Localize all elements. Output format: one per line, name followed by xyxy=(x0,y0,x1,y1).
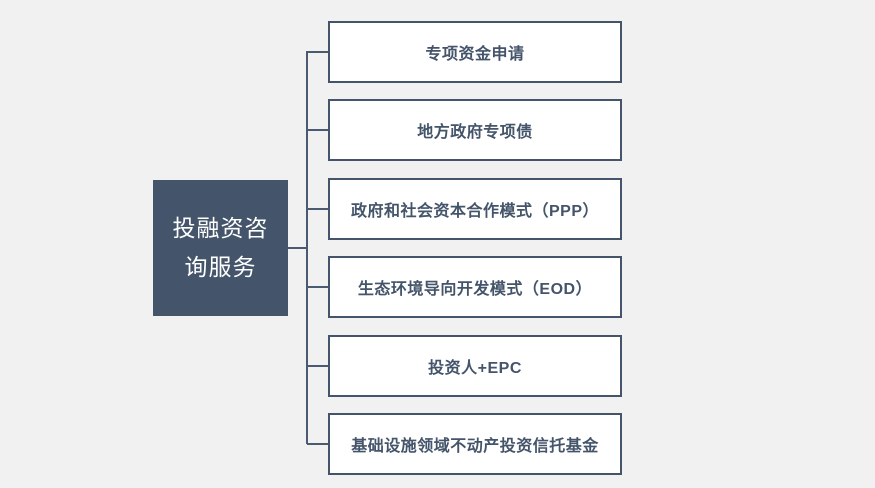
child-box-label: 政府和社会资本合作模式（PPP） xyxy=(350,203,600,220)
child-box: 投资人+EPC xyxy=(328,335,622,397)
child-box: 政府和社会资本合作模式（PPP） xyxy=(328,178,622,240)
connector-branch-line xyxy=(307,443,328,445)
child-box-label: 生态环境导向开发模式（EOD） xyxy=(357,281,593,298)
root-node-label: 投融资咨询服务 xyxy=(172,214,269,280)
connector-branch-line xyxy=(307,286,328,288)
connector-root-branch-line xyxy=(288,247,307,249)
child-box: 生态环境导向开发模式（EOD） xyxy=(328,256,622,318)
connector-branch-line xyxy=(307,208,328,210)
child-box-label: 专项资金申请 xyxy=(425,46,525,63)
child-box-label: 投资人+EPC xyxy=(428,360,522,377)
child-box-label: 地方政府专项债 xyxy=(417,124,533,141)
child-box: 专项资金申请 xyxy=(328,21,622,83)
child-box-label: 基础设施领域不动产投资信托基金 xyxy=(351,438,599,455)
connector-branch-line xyxy=(307,51,328,53)
child-box: 地方政府专项债 xyxy=(328,99,622,161)
child-box: 基础设施领域不动产投资信托基金 xyxy=(328,413,622,475)
root-node-investment-financing-consulting: 投融资咨询服务 xyxy=(153,180,288,316)
connector-branch-line xyxy=(307,129,328,131)
connector-trunk-line xyxy=(306,51,308,444)
connector-branch-line xyxy=(307,365,328,367)
